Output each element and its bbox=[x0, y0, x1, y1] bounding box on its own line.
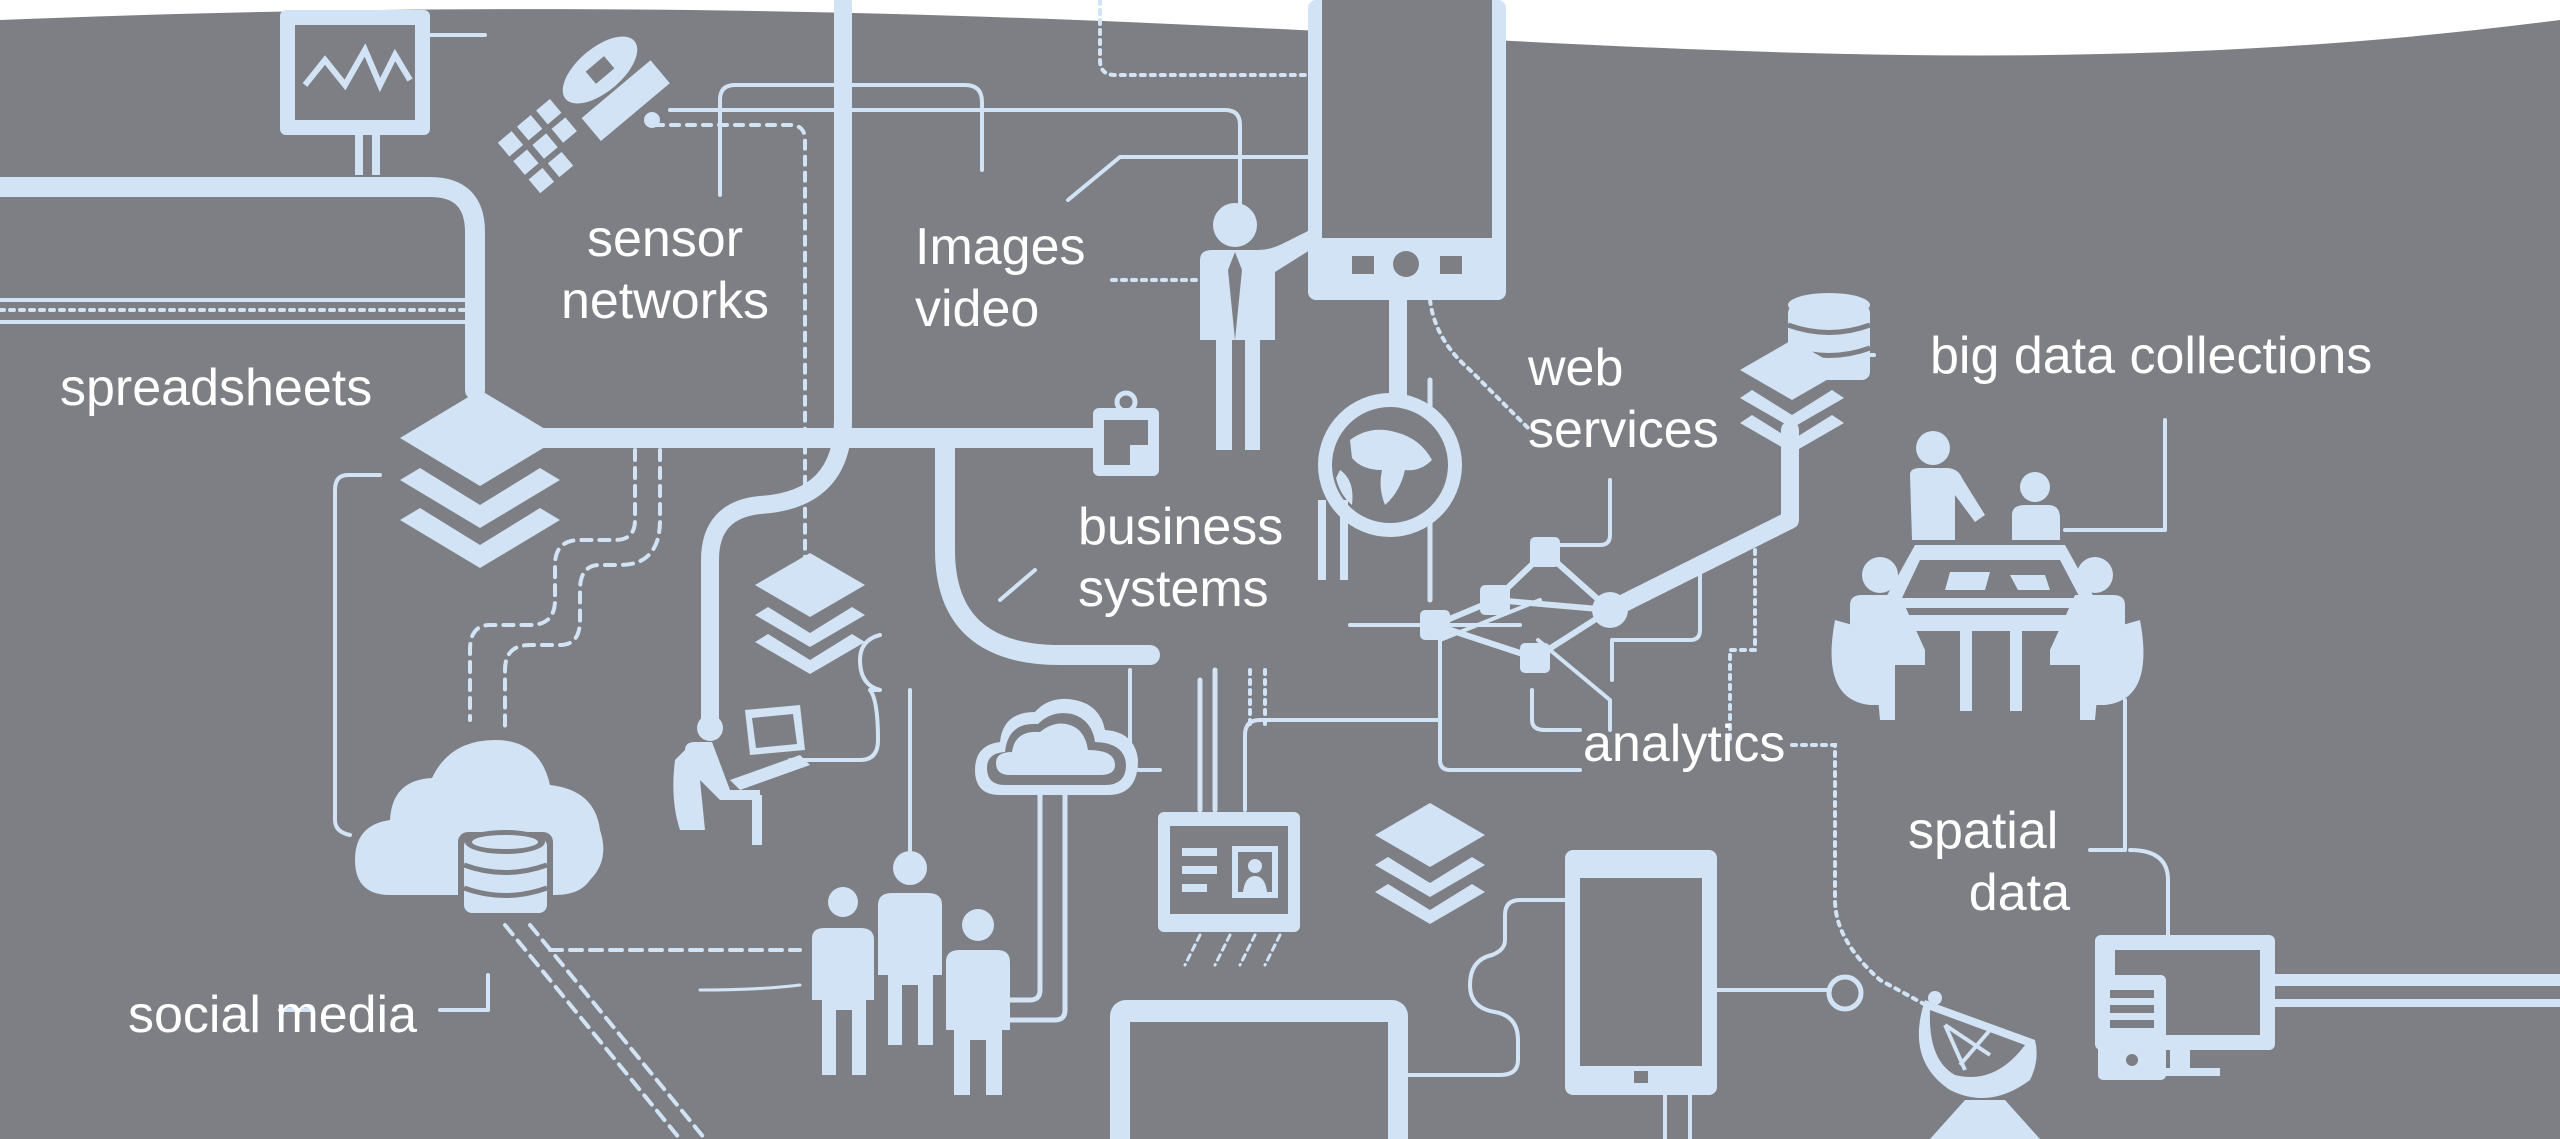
images-video-label-line2: video bbox=[915, 280, 1040, 338]
network-nodes-icon bbox=[1420, 537, 1628, 673]
cloud-icon bbox=[975, 698, 1138, 795]
satellite-icon bbox=[497, 36, 670, 194]
business-systems-label-line1: business bbox=[1078, 498, 1284, 556]
people-group-icon bbox=[812, 851, 1010, 1095]
business-systems-label-line2: systems bbox=[1078, 560, 1269, 618]
clipboard-icon bbox=[1093, 390, 1159, 476]
images-video-label: Images video bbox=[915, 216, 1086, 340]
spreadsheets-label: spreadsheets bbox=[60, 359, 373, 417]
spatial-data-label: spatial data bbox=[1880, 800, 2070, 924]
data-layers-icon bbox=[1375, 803, 1485, 924]
business-arc bbox=[935, 430, 1160, 665]
globe-icon bbox=[1318, 393, 1462, 580]
web-services-label-line1: web bbox=[1528, 339, 1624, 397]
data-layers-icon bbox=[1740, 340, 1844, 453]
smartphone-icon bbox=[1308, 0, 1506, 300]
sensor-networks-label-line2: networks bbox=[560, 272, 770, 330]
web-services-label-line2: services bbox=[1528, 401, 1719, 459]
analytics-diagonal bbox=[1601, 421, 1799, 619]
data-layers-icon bbox=[755, 553, 865, 674]
presenter-icon bbox=[1200, 203, 1318, 450]
person-laptop-icon bbox=[673, 705, 810, 845]
spatial-data-label-line2: data bbox=[1968, 864, 2070, 922]
vertical-trunk bbox=[701, 0, 852, 729]
spatial-data-label-line1: spatial bbox=[1908, 802, 2059, 860]
big-data-collections-label: big data collections bbox=[1930, 327, 2373, 385]
cloud-database-icon bbox=[355, 740, 604, 917]
web-services-label: web services bbox=[1528, 337, 1719, 461]
data-layers-icon bbox=[400, 390, 560, 568]
background-wave bbox=[0, 9, 2560, 1139]
sensor-networks-label-line1: sensor bbox=[586, 210, 744, 268]
meeting-table-icon bbox=[1831, 431, 2144, 720]
main-horizontal-line bbox=[0, 177, 485, 400]
analytics-label: analytics bbox=[1583, 715, 1786, 773]
business-systems-label: business systems bbox=[1078, 496, 1283, 620]
monitor-chart-icon bbox=[280, 10, 430, 175]
satellite-dish-icon bbox=[1918, 991, 2040, 1139]
desktop-computer-icon bbox=[2095, 935, 2275, 1080]
laptop-icon bbox=[1110, 1000, 1408, 1139]
tablet-icon bbox=[1565, 850, 1864, 1095]
sensor-networks-label: sensor networks bbox=[540, 208, 790, 332]
id-card-icon bbox=[1158, 812, 1300, 932]
images-video-label-line1: Images bbox=[915, 218, 1086, 276]
social-media-label: social media bbox=[128, 986, 418, 1044]
